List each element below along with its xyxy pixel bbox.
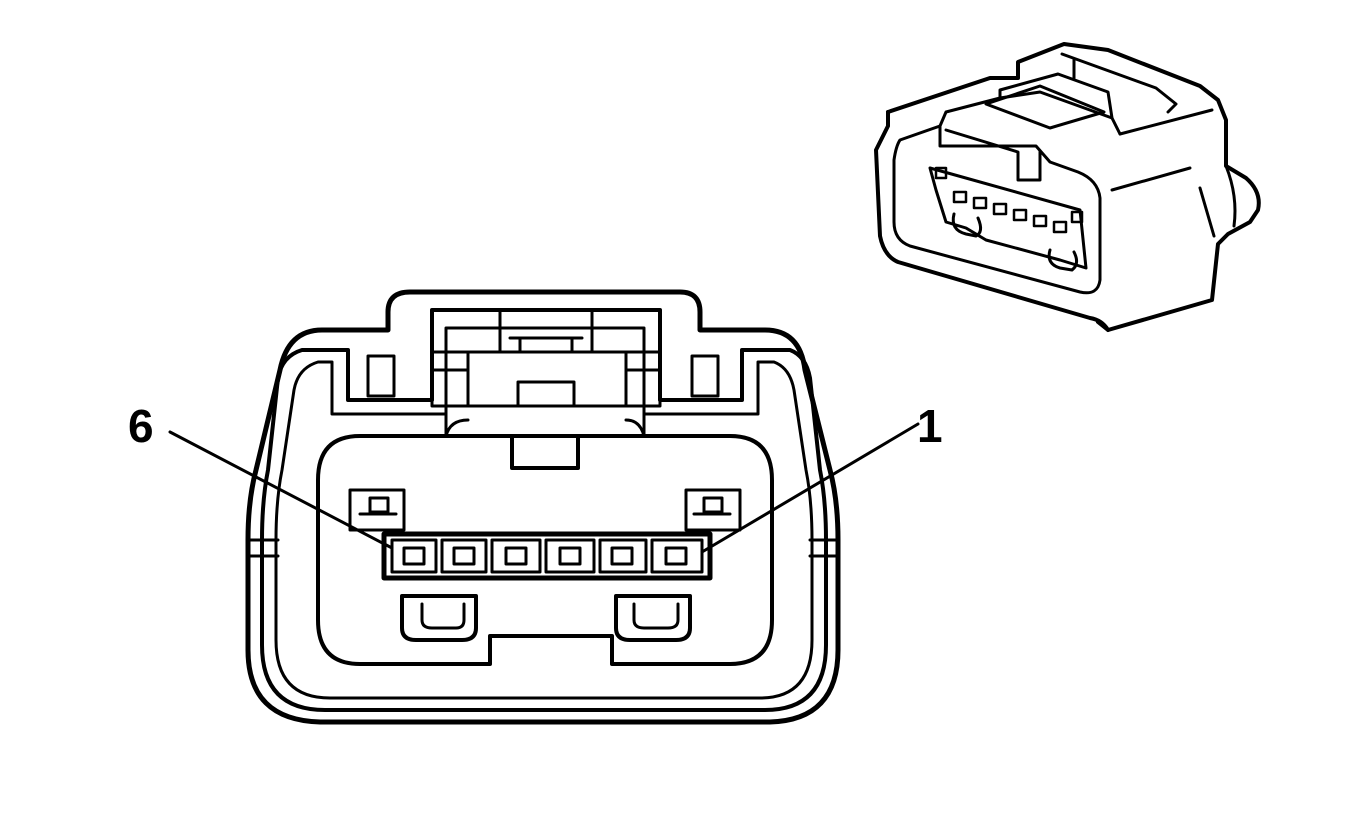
terminal-cavity-5 [440, 538, 488, 574]
locking-latch [430, 308, 662, 470]
leader-line-pin-6 [168, 430, 394, 550]
latch-corner-right [690, 354, 720, 398]
terminal-lock-right [684, 488, 742, 532]
connector-iso-view [874, 42, 1261, 332]
housing-outer-outline [245, 289, 841, 725]
connector-front-view [168, 289, 920, 725]
lower-lock-right [614, 594, 692, 642]
terminal-row [381, 531, 713, 581]
terminal-cavity-4 [490, 538, 542, 574]
latch-corner-left [366, 354, 396, 398]
terminal-cavity-2 [598, 538, 648, 574]
iso-terminal-row [934, 166, 1084, 234]
pin-label-6: 6 [128, 400, 154, 452]
lower-lock-left [400, 594, 478, 642]
terminal-cavity-1 [650, 538, 704, 574]
pin-label-1: 1 [917, 400, 943, 452]
terminal-cavity-3 [544, 538, 596, 574]
leader-line-pin-1 [700, 422, 920, 554]
terminal-cavity [316, 434, 774, 666]
housing-third-outline [274, 326, 814, 700]
terminal-lock-left [348, 488, 406, 532]
terminal-cavity-6 [390, 538, 438, 574]
